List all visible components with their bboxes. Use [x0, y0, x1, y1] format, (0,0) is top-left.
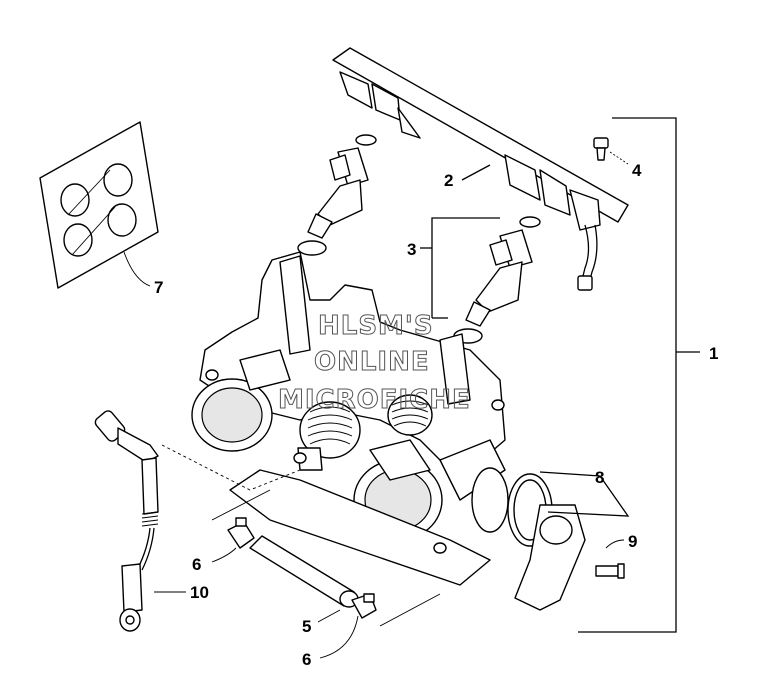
leader-lines — [123, 117, 700, 659]
fuel-injector-left[interactable] — [297, 134, 377, 256]
throttle-position-sensor[interactable] — [514, 504, 625, 611]
throttle-body-assembly[interactable] — [191, 251, 509, 586]
callout-labels: 1 2 3 4 5 6 6 7 8 9 10 — [154, 161, 718, 669]
callout-10: 10 — [190, 583, 209, 602]
callout-9: 9 — [628, 532, 637, 551]
fuel-injector-right[interactable] — [453, 216, 541, 344]
watermark: HLSM'S ONLINE MICROFICHE — [278, 311, 471, 416]
callout-7: 7 — [154, 278, 163, 297]
watermark-line-2: ONLINE — [314, 347, 430, 377]
callout-2: 2 — [444, 171, 453, 190]
hose-clamp-lower[interactable] — [351, 593, 377, 619]
gasket-kit[interactable] — [39, 121, 159, 289]
callout-6-lower: 6 — [302, 650, 311, 669]
callout-1: 1 — [709, 344, 718, 363]
watermark-line-3: MICROFICHE — [278, 385, 471, 415]
callout-6-upper: 6 — [192, 555, 201, 574]
watermark-line-1: HLSM'S — [318, 311, 434, 341]
fuel-rail[interactable] — [332, 47, 629, 291]
callout-8: 8 — [595, 468, 604, 487]
hose[interactable] — [249, 535, 359, 608]
bolt[interactable] — [593, 137, 609, 161]
callout-5: 5 — [302, 617, 311, 636]
callout-4: 4 — [632, 161, 642, 180]
callout-3: 3 — [407, 240, 416, 259]
hose-clamp-upper[interactable] — [227, 517, 255, 549]
throttle-cable[interactable] — [93, 409, 159, 632]
